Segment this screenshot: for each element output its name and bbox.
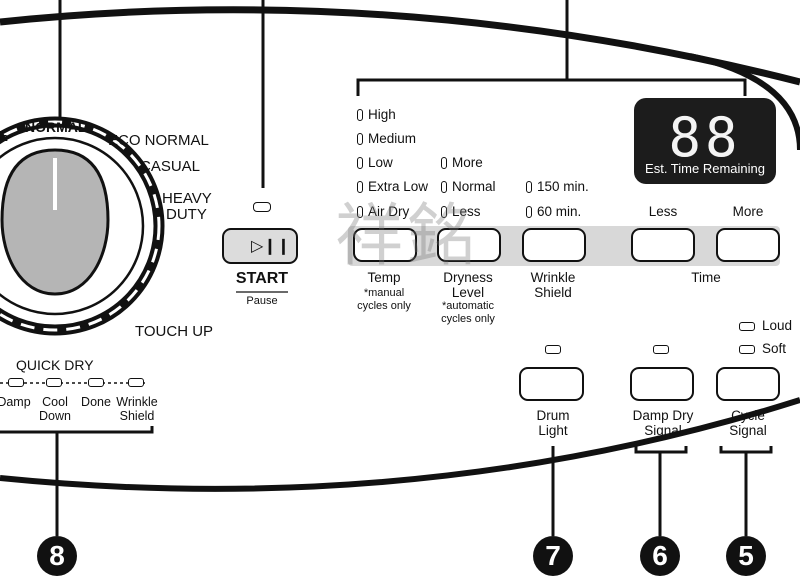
soft-label: Soft — [762, 341, 787, 356]
display-label: Est. Time Remaining — [645, 161, 765, 176]
start-indicator-led — [253, 202, 271, 212]
dryness-label-line1: Dryness — [443, 270, 493, 285]
time-more-label: More — [732, 204, 764, 219]
dial-label-eco-normal: ECO NORMAL — [108, 132, 209, 149]
dial-label-duty: DUTY — [166, 206, 207, 223]
wrinkle-shield-button[interactable] — [522, 228, 586, 262]
dryness-option-more: More — [452, 155, 483, 170]
dial-label-heavy: HEAVY — [162, 190, 212, 207]
cycle-signal-label-line2: Signal — [729, 423, 767, 438]
temp-led-high — [357, 109, 363, 121]
time-less-button[interactable] — [631, 228, 695, 262]
dial-label-touch-up: TOUCH UP — [135, 323, 214, 340]
stage-label-cool-down: Cool Down — [39, 395, 71, 424]
drum-light-label-line2: Light — [538, 423, 568, 438]
time-remaining-display: 88 Est. Time Remaining — [634, 98, 776, 184]
dial-label-normal: NORMAL — [25, 119, 87, 135]
time-less-label: Less — [648, 204, 678, 219]
damp-dry-label-line2: Signal — [644, 423, 682, 438]
damp-dry-signal-button[interactable] — [630, 367, 694, 401]
temp-option-high: High — [368, 107, 396, 122]
dryness-led-less — [441, 206, 447, 218]
wrinkle-option-60: 60 min. — [537, 204, 582, 219]
dryness-level-button[interactable] — [437, 228, 501, 262]
dryness-option-normal: Normal — [452, 179, 496, 194]
temp-option-air-dry: Air Dry — [368, 204, 410, 219]
stage-led-cool-down — [46, 378, 62, 387]
dryness-label-line2: Level — [451, 285, 485, 300]
soft-led — [739, 345, 755, 354]
drum-light-button[interactable] — [519, 367, 584, 401]
time-label: Time — [691, 270, 721, 285]
wrinkle-label-line2: Shield — [534, 285, 572, 300]
play-pause-icon: ▷❙❙ — [251, 238, 291, 255]
stage-led-damp — [8, 378, 24, 387]
damp-dry-signal-led — [653, 345, 669, 354]
display-digits: 88 — [668, 106, 742, 169]
stage-label-wrinkle-shield: Wrinkle Shield — [116, 395, 158, 424]
temp-note: *manual cycles only — [357, 287, 411, 312]
callout-7: 7 — [533, 536, 573, 576]
temp-led-air-dry — [357, 206, 363, 218]
start-label: START — [235, 270, 289, 287]
dial-label-casual: CASUAL — [140, 158, 201, 175]
dryness-led-normal — [441, 181, 447, 193]
cycle-signal-button[interactable] — [716, 367, 780, 401]
temp-button[interactable] — [353, 228, 417, 262]
loud-label: Loud — [762, 318, 793, 333]
temp-led-low — [357, 157, 363, 169]
dryness-led-more — [441, 157, 447, 169]
watermark: 祥銘 — [335, 197, 480, 276]
stage-led-wrinkle-shield — [128, 378, 144, 387]
wrinkle-led-150 — [526, 181, 532, 193]
dryness-note: *automatic cycles only — [441, 300, 495, 325]
callout-5: 5 — [726, 536, 766, 576]
callout-8: 8 — [37, 536, 77, 576]
cycle-dial[interactable] — [0, 120, 112, 332]
temp-label: Temp — [367, 270, 401, 285]
drum-light-label-line1: Drum — [536, 408, 570, 423]
temp-led-medium — [357, 133, 363, 145]
pause-label: Pause — [246, 295, 278, 307]
stage-label-done: Done — [81, 395, 111, 409]
drum-light-led — [545, 345, 561, 354]
cycle-signal-label-line1: Cycle — [731, 408, 765, 423]
callout-6: 6 — [640, 536, 680, 576]
loud-led — [739, 322, 755, 331]
dial-label-quick-dry: QUICK DRY — [16, 357, 94, 373]
temp-option-medium: Medium — [368, 131, 417, 146]
stage-led-done — [88, 378, 104, 387]
wrinkle-option-150: 150 min. — [537, 179, 589, 194]
temp-option-extra-low: Extra Low — [368, 179, 429, 194]
start-pause-button[interactable]: ▷❙❙ — [222, 228, 298, 264]
damp-dry-label-line1: Damp Dry — [632, 408, 694, 423]
wrinkle-label-line1: Wrinkle — [530, 270, 576, 285]
stage-label-damp: Damp — [0, 395, 31, 409]
dial-label-partial: E — [0, 128, 9, 145]
dryness-option-less: Less — [452, 204, 481, 219]
temp-option-low: Low — [368, 155, 393, 170]
time-more-button[interactable] — [716, 228, 780, 262]
temp-led-extra-low — [357, 181, 363, 193]
wrinkle-led-60 — [526, 206, 532, 218]
